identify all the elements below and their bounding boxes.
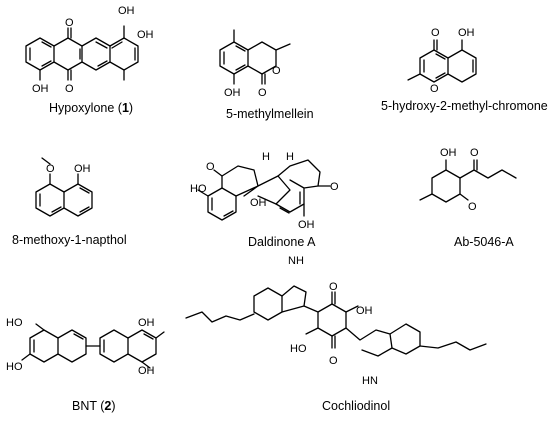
ab5046-o-top: O: [470, 147, 479, 159]
chromone-o-ring: O: [430, 83, 439, 95]
daldinone-h-left: H: [262, 151, 270, 163]
structure-hypoxylone: OH OH O O OH: [25, 5, 154, 95]
bnt-oh-2: HO: [6, 361, 23, 373]
caption-napthol: 8-methoxy-1-napthol: [12, 233, 127, 247]
bnt-oh-1: HO: [6, 317, 23, 329]
daldinone-oh-center: OH: [250, 197, 267, 209]
daldinone-h-right: H: [286, 151, 294, 163]
chromone-o-carbonyl: O: [431, 27, 440, 39]
ab5046-o-bottom: O: [468, 201, 477, 213]
napthol-o-methoxy: O: [46, 163, 55, 175]
methylmellein-oh: OH: [224, 87, 241, 99]
cochliodinol-oh-left: HO: [290, 343, 307, 355]
ab5046-oh: OH: [440, 147, 457, 159]
hypoxylone-oh-bottom: OH: [32, 83, 49, 95]
cochliodinol-o-bottom: O: [329, 355, 338, 367]
hypoxylone-oh-top: OH: [118, 5, 135, 17]
daldinone-oh-left: HO: [190, 183, 207, 195]
cochliodinol-nh-top: NH: [288, 255, 304, 267]
hypoxylone-o-top: O: [65, 17, 74, 29]
hypoxylone-oh-right: OH: [137, 29, 154, 41]
structure-napthol: O OH: [35, 157, 93, 217]
chromone-oh: OH: [458, 27, 475, 39]
caption-ab5046: Ab-5046-A: [454, 235, 514, 249]
cochliodinol-oh-right: OH: [356, 305, 373, 317]
cochliodinol-o-top: O: [329, 281, 338, 293]
napthol-oh: OH: [74, 163, 91, 175]
structure-bnt: HO HO OH OH: [6, 317, 165, 377]
caption-hypoxylone: Hypoxylone (1): [49, 101, 133, 115]
structure-chromone: O OH O: [407, 27, 477, 95]
daldinone-o-right: O: [330, 181, 339, 193]
caption-methylmellein: 5-methylmellein: [226, 107, 314, 121]
structure-cochliodinol: NH O OH HO O HN: [185, 255, 487, 387]
bnt-oh-4: OH: [138, 365, 155, 377]
structure-daldinone: O H H HO OH O OH: [190, 151, 339, 231]
daldinone-oh-bottom: OH: [298, 219, 315, 231]
bnt-oh-3: OH: [138, 317, 155, 329]
hypoxylone-o-bottom: O: [65, 83, 74, 95]
structure-methylmellein: O OH O: [219, 29, 291, 99]
daldinone-o-left: O: [206, 161, 215, 173]
caption-cochliodinol: Cochliodinol: [322, 399, 390, 413]
methylmellein-o-ring: O: [272, 65, 281, 77]
structure-ab5046: OH O O: [419, 147, 517, 213]
caption-daldinone: Daldinone A: [248, 235, 316, 249]
methylmellein-o-carbonyl: O: [258, 87, 267, 99]
cochliodinol-hn-bottom: HN: [362, 375, 378, 387]
caption-bnt: BNT (2): [72, 399, 116, 413]
caption-chromone: 5-hydroxy-2-methyl-chromone: [381, 99, 548, 113]
